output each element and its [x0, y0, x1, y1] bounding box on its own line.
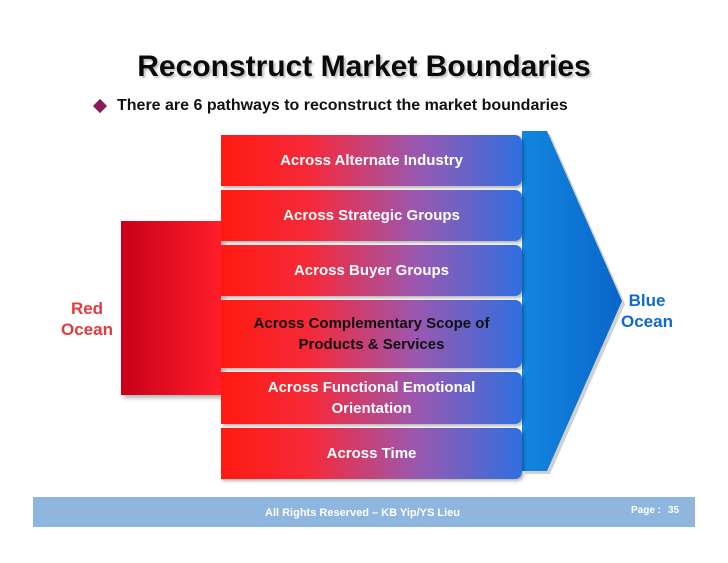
red-ocean-label-line-1: Red [70, 299, 104, 318]
blue-ocean-label-line-1: Blue [628, 291, 666, 310]
blue-ocean-label: Blue Ocean [612, 290, 682, 332]
bullet-row: There are 6 pathways to reconstruct the … [92, 95, 568, 117]
red-ocean-label: Red Ocean [52, 298, 122, 340]
pathway-3: Across Buyer Groups [221, 245, 522, 296]
pathway-5-line-1: Across Functional Emotional [267, 379, 476, 396]
pathway-6-line-1: Across Time [326, 445, 417, 462]
pathway-4-line-1: Across Complementary Scope of [253, 315, 490, 332]
pathway-5: Across Functional Emotional Orientation [221, 372, 522, 424]
pathway-4: Across Complementary Scope of Products &… [221, 300, 522, 368]
page-label: Page : [631, 505, 662, 516]
slide-title: Reconstruct Market Boundaries [137, 50, 591, 83]
pathway-1-line-1: Across Alternate Industry [280, 152, 463, 169]
pathway-4-line-2: Products & Services [298, 336, 445, 353]
red-ocean-label-line-2: Ocean [61, 320, 113, 339]
pathway-2: Across Strategic Groups [221, 190, 522, 241]
diamond-bullet-icon [92, 98, 108, 114]
pathway-5-line-2: Orientation [331, 400, 412, 417]
page-number: 35 [668, 505, 680, 516]
pathway-6: Across Time [221, 428, 522, 479]
pathway-1: Across Alternate Industry [221, 135, 522, 186]
pathway-3-line-1: Across Buyer Groups [293, 262, 450, 279]
red-ocean-block [121, 221, 221, 395]
bullet-text: There are 6 pathways to reconstruct the … [117, 97, 568, 114]
footer-bar [33, 497, 695, 527]
footer-rights: All Rights Reserved – KB Yip/YS Lieu [265, 507, 460, 519]
blue-ocean-label-line-2: Ocean [621, 312, 673, 331]
pathway-2-line-1: Across Strategic Groups [283, 207, 460, 224]
